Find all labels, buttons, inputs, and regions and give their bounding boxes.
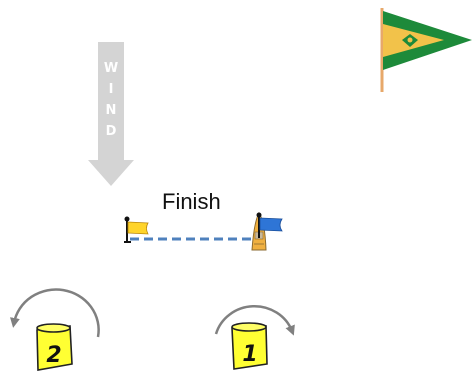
club-burgee-icon [380, 8, 472, 92]
wind-letter: W [103, 61, 119, 76]
mark-2-rounding-arrow [10, 288, 100, 338]
mark-2-number: 2 [46, 343, 61, 368]
committee-boat-icon [251, 212, 283, 251]
mark-1-rounding-arrow [214, 305, 295, 336]
mark-1-buoy-icon: 1 [231, 322, 268, 370]
wind-letter: D [105, 124, 117, 139]
mark-2-buoy-icon: 2 [36, 323, 73, 371]
wind-arrow [88, 42, 134, 186]
finish-label: Finish [162, 189, 221, 214]
mark-1-number: 1 [242, 342, 257, 367]
wind-letter: N [105, 103, 117, 118]
pin-end-flag-icon [124, 216, 149, 243]
wind-letter: I [108, 82, 114, 97]
